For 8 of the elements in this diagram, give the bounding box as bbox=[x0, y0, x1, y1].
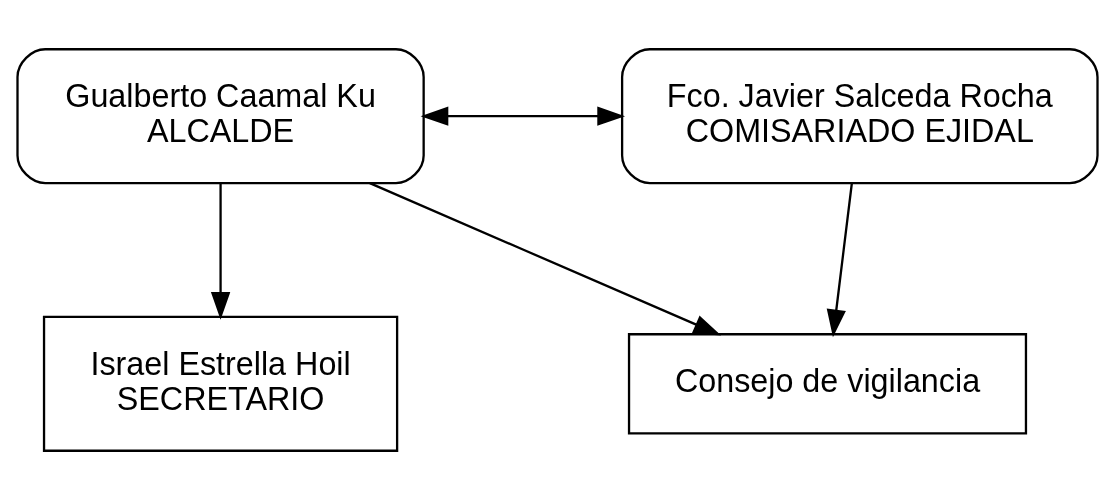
arrow bbox=[369, 181, 722, 335]
node-box: Fco. Javier Salceda Rocha COMISARIADO EJIDAL bbox=[620, 47, 1099, 184]
arrow bbox=[826, 182, 853, 337]
node-box: Gualberto Caamal Ku ALCALDE bbox=[16, 47, 425, 184]
arrow bbox=[210, 183, 231, 320]
node-box: Israel Estrella Hoil SECRETARIO bbox=[42, 315, 399, 452]
arrow bbox=[420, 105, 625, 126]
node-box: Consejo de vigilancia bbox=[627, 332, 1028, 435]
